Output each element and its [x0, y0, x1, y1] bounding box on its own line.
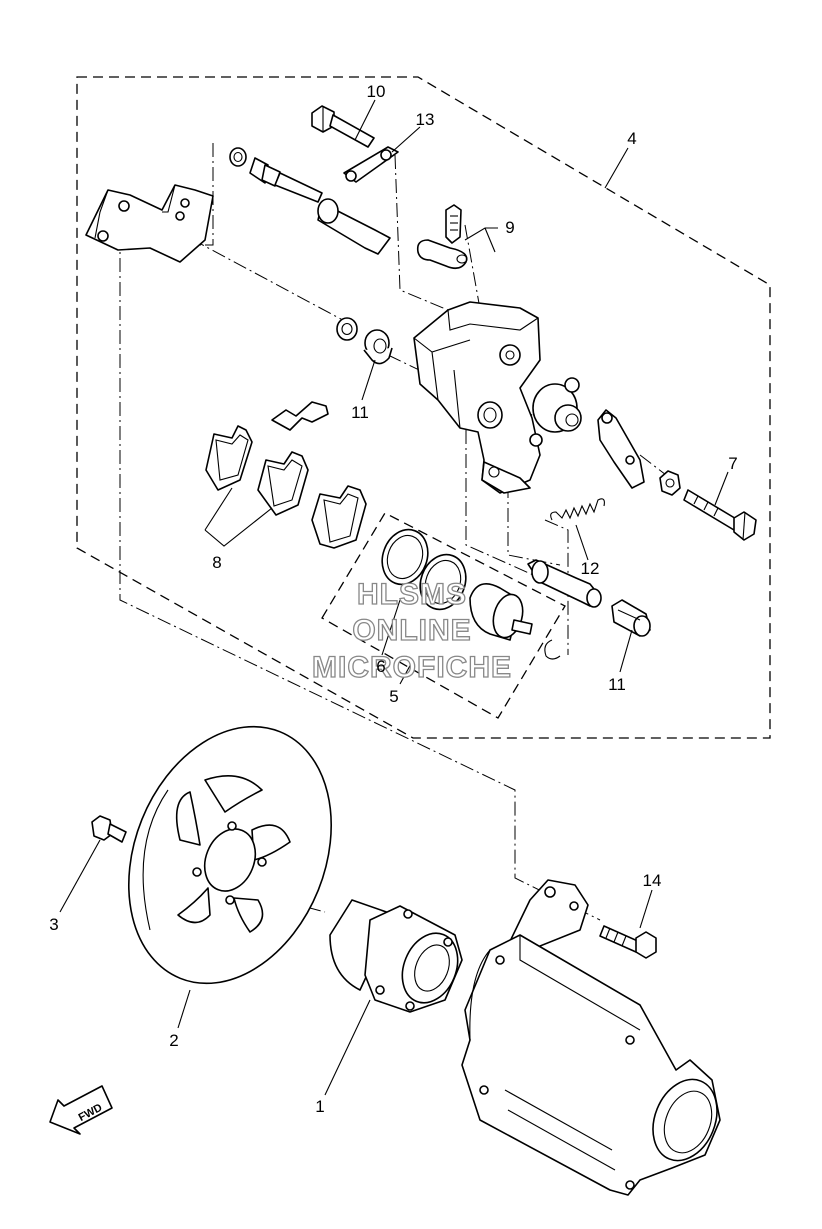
callout-4: 4 — [627, 129, 636, 148]
callout-14: 14 — [643, 871, 662, 890]
snap-ring — [544, 639, 561, 660]
brake-pad-inner — [205, 425, 253, 491]
callout-10: 10 — [367, 82, 386, 101]
watermark: HLSMS ONLINE MICROFICHE — [311, 577, 512, 684]
dust-seal — [419, 553, 467, 611]
callout-2: 2 — [169, 1031, 178, 1050]
watermark-line-3: MICROFICHE — [312, 651, 512, 684]
callout-11-upper: 11 — [351, 403, 369, 422]
pad-spring-clip — [271, 401, 329, 431]
piston — [469, 582, 533, 641]
parking-brake-lever — [597, 409, 645, 489]
lever-nut — [659, 470, 681, 496]
callout-3: 3 — [49, 915, 58, 934]
piston-seal — [381, 528, 429, 586]
brake-disc — [128, 725, 332, 985]
disc-bolt — [91, 815, 127, 843]
callout-8: 8 — [212, 553, 221, 572]
slide-pin-lower — [527, 559, 602, 608]
callout-11-lower: 11 — [608, 675, 626, 694]
pin-boot-upper — [363, 329, 393, 365]
pin-washer — [336, 317, 358, 341]
callout-7: 7 — [728, 454, 737, 473]
callout-numbers: 10 13 4 9 11 7 8 12 6 5 11 14 3 2 1 — [49, 82, 737, 1116]
caliper-body — [413, 301, 582, 494]
lock-plate — [343, 146, 399, 183]
bracket-bolt — [599, 925, 657, 959]
return-spring — [550, 498, 605, 521]
axle-housing — [461, 879, 721, 1196]
lever-bolt — [683, 489, 757, 541]
caliper-bracket — [85, 184, 214, 263]
fwd-arrow-icon: FWD — [49, 1085, 113, 1135]
pad-shim — [311, 485, 367, 549]
callout-5: 5 — [389, 687, 398, 706]
pin-boot-lower — [611, 599, 651, 637]
leader-lines — [59, 99, 729, 1096]
callout-9: 9 — [505, 218, 514, 237]
watermark-line-2: ONLINE — [352, 614, 471, 647]
watermark-line-1: HLSMS — [357, 578, 467, 611]
callout-6: 6 — [376, 657, 385, 676]
callout-13: 13 — [416, 110, 435, 129]
bleed-screw — [416, 204, 468, 270]
callout-12: 12 — [581, 559, 600, 578]
wheel-hub — [329, 899, 463, 1013]
brake-pad-outer — [257, 451, 309, 516]
caliper-bolt — [311, 105, 375, 148]
piston-kit-boundary — [321, 512, 566, 719]
caliper-assembly-boundary — [76, 76, 771, 739]
slide-pin-upper — [229, 147, 391, 255]
callout-1: 1 — [315, 1097, 324, 1116]
